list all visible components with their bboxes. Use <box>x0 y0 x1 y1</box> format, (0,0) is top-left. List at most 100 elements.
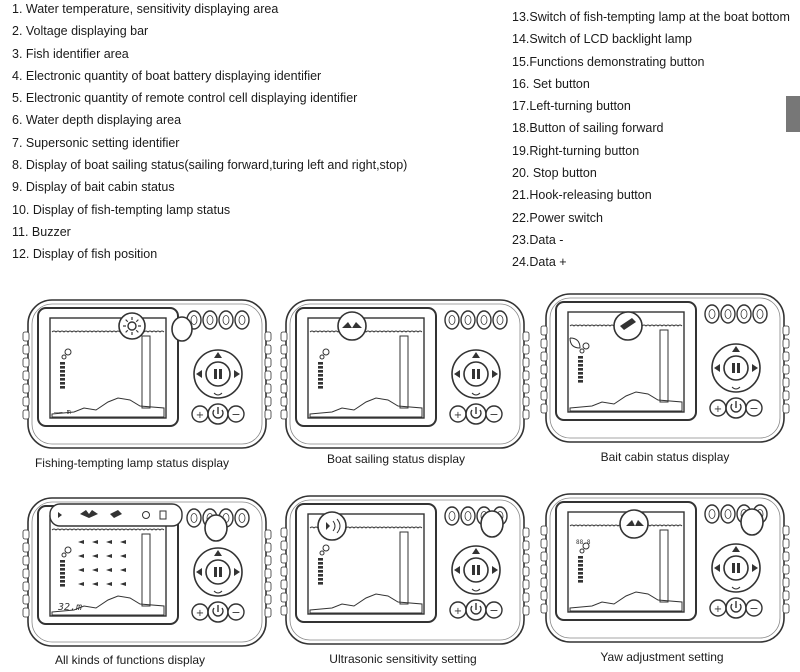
voltage-segment <box>60 584 65 587</box>
fish-symbol <box>106 540 112 544</box>
fish-symbol <box>78 554 84 558</box>
svg-text:−: − <box>749 402 758 415</box>
svg-text:−: − <box>749 602 758 615</box>
caption-lamp-status: Fishing-tempting lamp status display <box>34 456 230 470</box>
top-function-button <box>218 310 234 330</box>
hook-release-icon <box>213 392 223 396</box>
voltage-segment <box>578 380 583 383</box>
svg-text:+: + <box>196 608 204 619</box>
seabed-line <box>51 595 165 616</box>
fish-symbol <box>78 540 84 544</box>
pause-icon <box>732 563 735 573</box>
hook-release-icon <box>471 392 481 396</box>
voltage-segment <box>60 560 65 563</box>
top-function-button <box>186 508 202 528</box>
pause-icon <box>214 369 217 379</box>
voltage-segment <box>578 576 583 579</box>
top-function-button <box>704 304 720 324</box>
forward-arrow-icon <box>732 346 740 352</box>
legend-item: 14.Switch of LCD backlight lamp <box>512 32 692 47</box>
device-figure-all-functions: + − 32.m <box>22 497 272 647</box>
fish-symbol <box>92 554 98 558</box>
depth-bar <box>659 529 669 603</box>
fish-bubble <box>322 348 330 356</box>
stop-button <box>205 361 231 387</box>
legend-item: 3. Fish identifier area <box>12 46 129 61</box>
legend-item: 9. Display of bait cabin status <box>12 180 175 195</box>
legend-item: 2. Voltage displaying bar <box>12 24 149 39</box>
svg-text:−: − <box>489 604 498 617</box>
voltage-segment <box>578 560 583 563</box>
top-function-button <box>202 310 218 330</box>
voltage-segment <box>578 360 583 363</box>
legend-item: 23.Data - <box>512 232 564 247</box>
power-icon <box>730 603 742 613</box>
boat-icon <box>80 510 98 518</box>
voltage-segment <box>318 582 323 585</box>
top-function-button <box>720 304 736 324</box>
svg-text:−: − <box>231 606 240 619</box>
data-minus-button <box>745 399 763 417</box>
fish-bubble <box>64 348 72 356</box>
fish-symbol <box>92 568 98 572</box>
fish-symbol <box>106 568 112 572</box>
top-function-button <box>720 504 736 524</box>
right-arrow-icon <box>492 566 498 574</box>
svg-text:+: + <box>454 606 462 617</box>
pause-icon <box>472 565 475 575</box>
fish-symbol <box>120 568 126 572</box>
caption-ultrasonic: Ultrasonic sensitivity setting <box>329 652 477 666</box>
left-arrow-icon <box>454 370 460 378</box>
hook-release-icon <box>731 386 741 390</box>
power-icon <box>212 409 224 419</box>
legend-item: 13.Switch of fish-tempting lamp at the b… <box>512 10 790 24</box>
right-arrow-icon <box>234 568 240 576</box>
pause-icon <box>214 567 217 577</box>
depth-readout: 32.m <box>57 602 82 613</box>
legend-item: 17.Left-turning button <box>512 99 631 114</box>
caption-bait-cabin: Bait cabin status display <box>600 450 730 464</box>
depth-bar <box>141 335 151 409</box>
seabed-line <box>309 593 423 614</box>
fish-bubble <box>64 546 72 554</box>
power-icon <box>212 607 224 617</box>
left-arrow-icon <box>714 564 720 572</box>
voltage-segment <box>318 366 323 369</box>
right-arrow-icon <box>234 370 240 378</box>
power-icon <box>470 605 482 615</box>
depth-bar <box>399 531 409 605</box>
voltage-segment <box>318 386 323 389</box>
top-function-button <box>460 506 476 526</box>
pause-icon <box>472 369 475 379</box>
legend-item: 22.Power switch <box>512 210 604 225</box>
forward-arrow-icon <box>214 352 222 358</box>
hook-release-icon <box>213 590 223 594</box>
voltage-segment <box>318 574 323 577</box>
voltage-segment <box>60 572 65 575</box>
legend-item: 6. Water depth displaying area <box>12 113 182 128</box>
top-function-button <box>704 504 720 524</box>
legend-item: 18.Button of sailing forward <box>512 121 664 136</box>
voltage-segment <box>578 572 583 575</box>
legend-item: 15.Functions demonstrating button <box>512 54 705 69</box>
caption-all-functions: All kinds of functions display <box>54 653 206 667</box>
voltage-segment <box>60 580 65 583</box>
ultrasonic-icon <box>317 511 347 541</box>
legend-item: 7. Supersonic setting identifier <box>12 135 180 150</box>
lamp-icon <box>142 511 150 519</box>
top-function-button <box>234 310 250 330</box>
voltage-segment <box>578 372 583 375</box>
voltage-segment <box>578 356 583 359</box>
left-arrow-icon <box>196 370 202 378</box>
stop-button <box>463 361 489 387</box>
left-arrow-icon <box>454 566 460 574</box>
right-arrow-icon <box>492 370 498 378</box>
legend-list-left: 1. Water temperature, sensitivity displa… <box>12 0 407 266</box>
voltage-segment <box>60 374 65 377</box>
hook-release-icon <box>471 588 481 592</box>
voltage-segment <box>578 364 583 367</box>
voltage-segment <box>318 578 323 581</box>
highlight-button <box>740 508 764 536</box>
forward-arrow-icon <box>732 546 740 552</box>
depth-bar <box>399 335 409 409</box>
